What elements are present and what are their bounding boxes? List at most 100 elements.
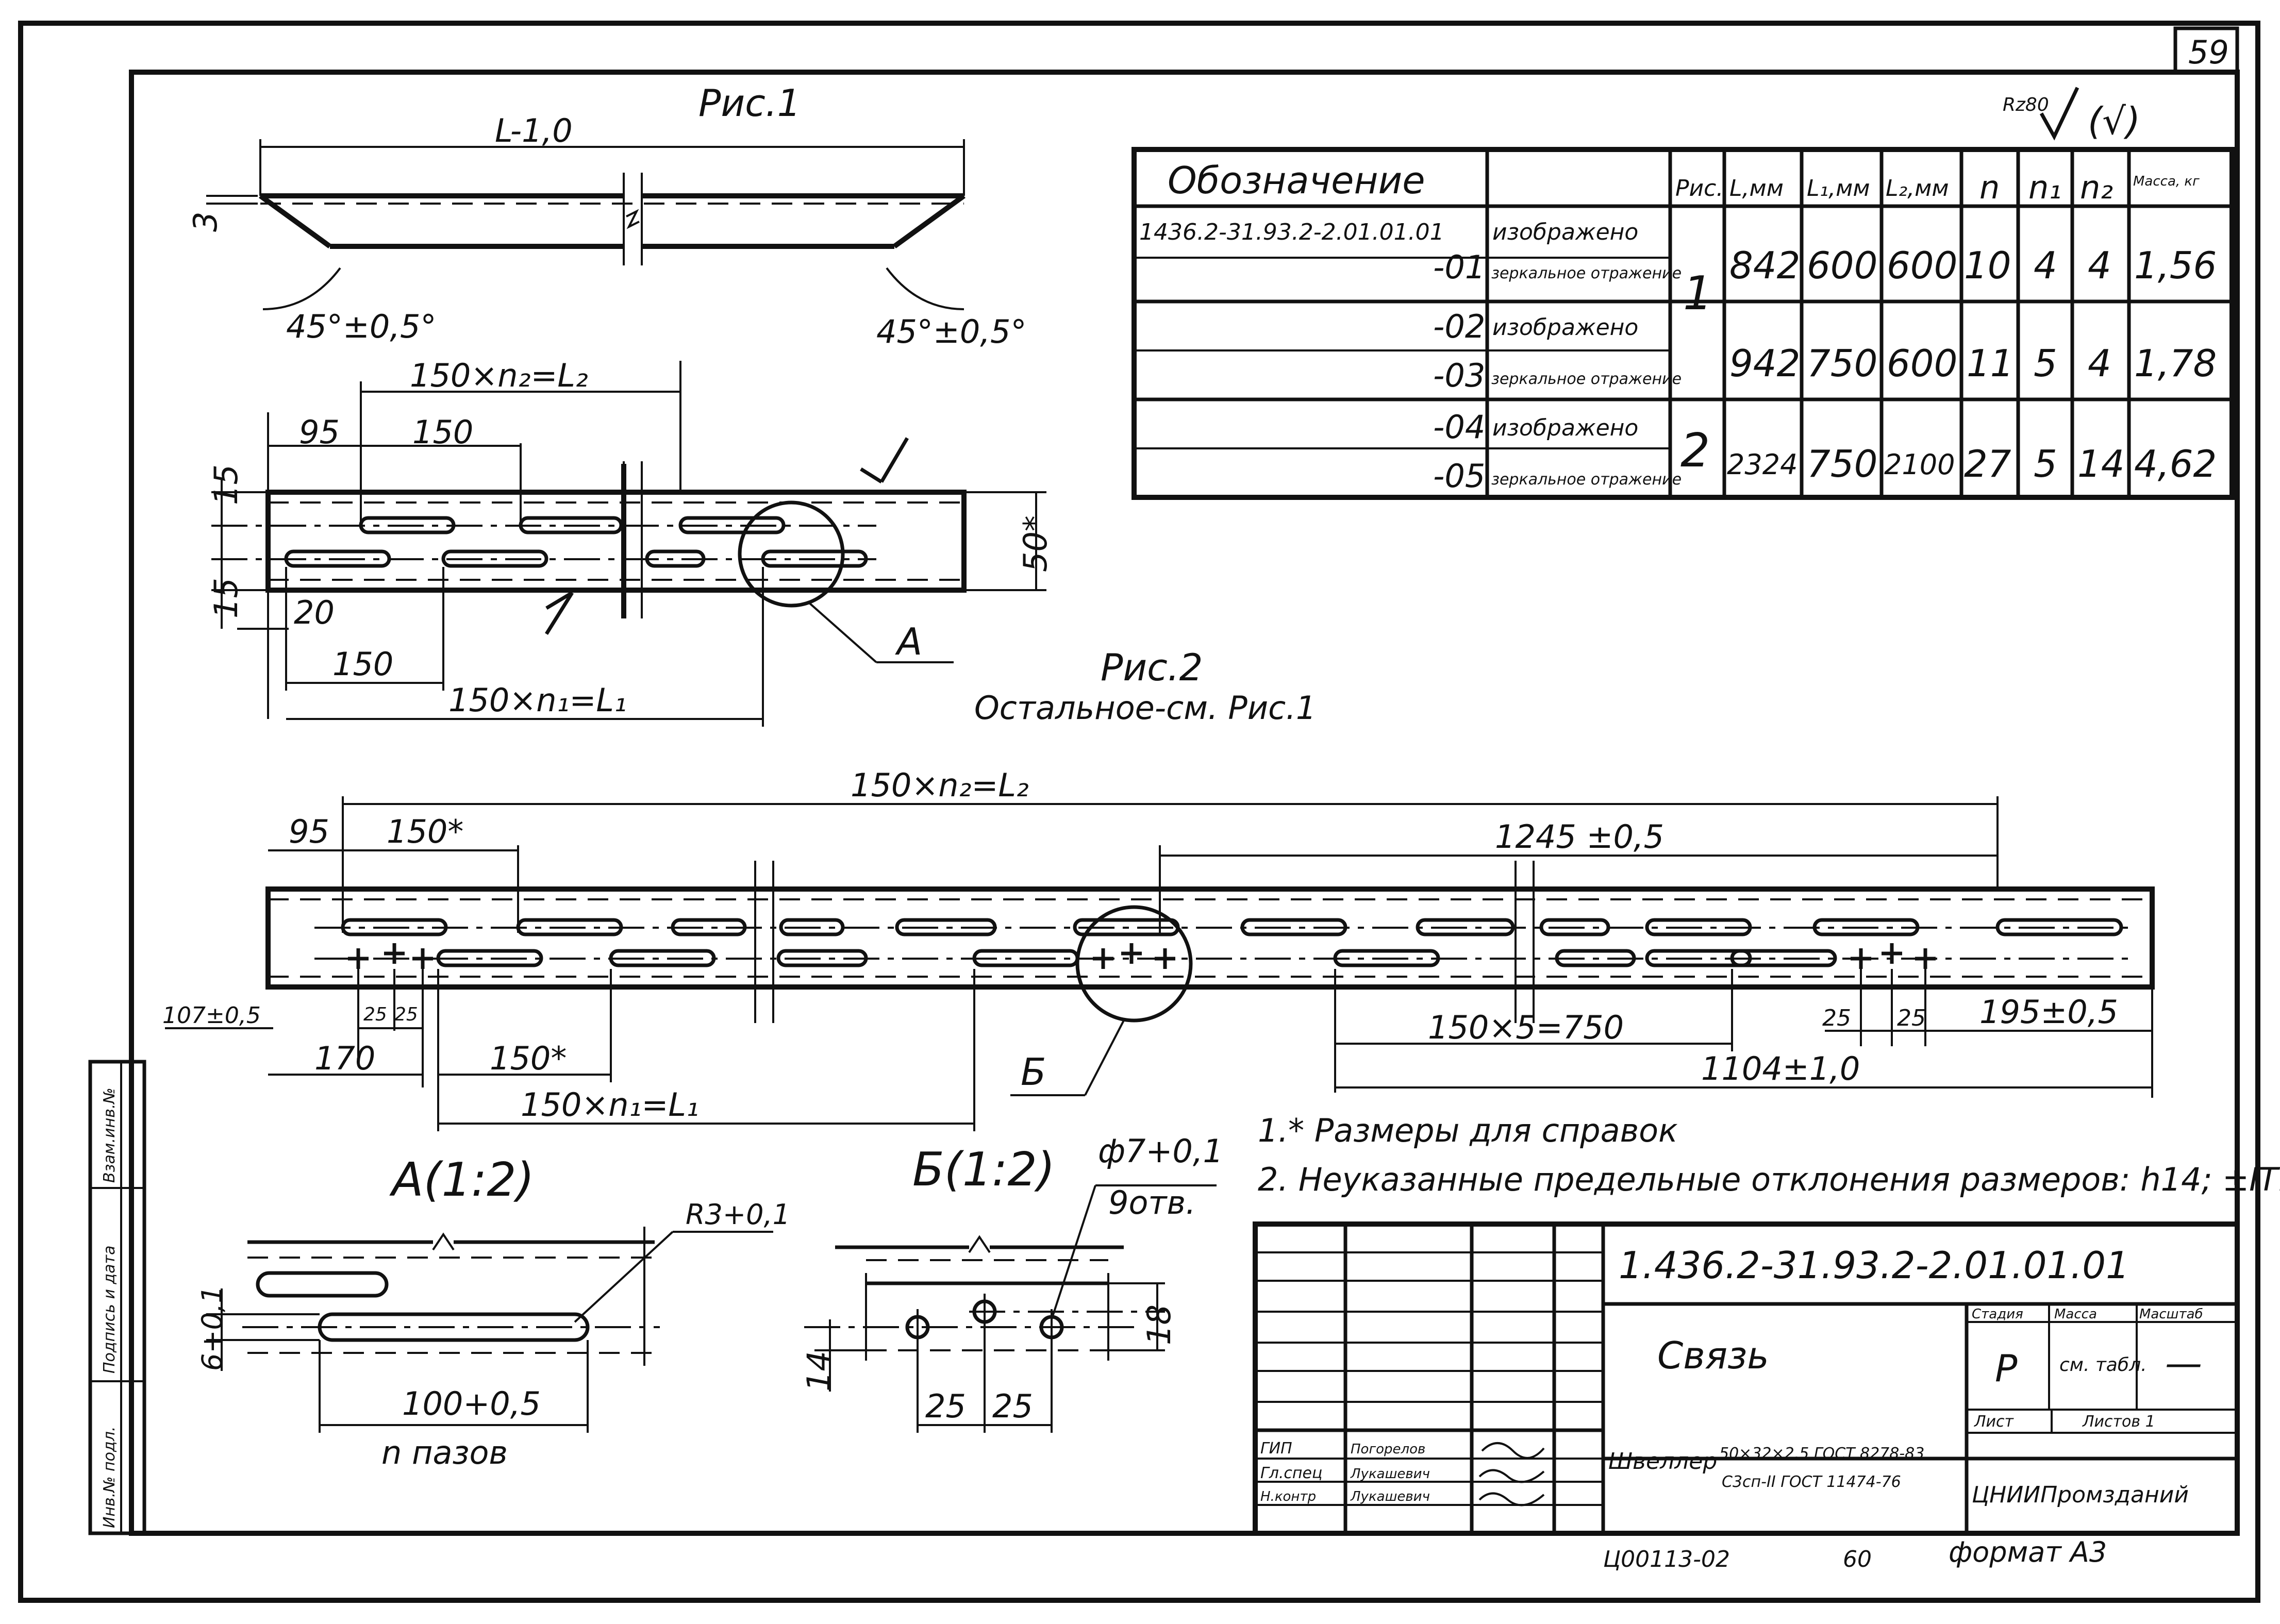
spec-group-1-n1: 5 — [2034, 342, 2057, 385]
title-material-2: С3сп-II ГОСТ 11474-76 — [1722, 1473, 1901, 1491]
outer-frame — [18, 21, 2260, 1603]
fig1-dim-95: 95 — [299, 413, 340, 451]
fig2-dim-25a: 25 — [363, 1004, 387, 1025]
spec-group-1-l1: 750 — [1807, 342, 1877, 385]
detail-b-title: Б(1:2) — [912, 1143, 1055, 1197]
title-name-1: Лукашевич — [1350, 1466, 1430, 1482]
detail-b-dim-18: 18 — [1140, 1304, 1178, 1345]
spec-group-0-n2: 4 — [2088, 244, 2111, 287]
spec-row-2-note: изображено — [1492, 314, 1638, 341]
detail-b-dim-25b: 25 — [992, 1387, 1033, 1425]
spec-row-0-designation: 1436.2-31.93.2-2.01.01.01 — [1139, 219, 1444, 245]
title-scale: — — [2165, 1342, 2202, 1385]
spec-group-1-l2: 600 — [1887, 342, 1957, 385]
detail-a-count: n пазов — [381, 1434, 508, 1471]
spec-group-1-n2: 4 — [2088, 342, 2111, 385]
spec-group-0-fig: 1 — [1683, 266, 1712, 321]
fig2-title: Рис.2 — [1101, 646, 1203, 689]
spec-header-n2: n₂ — [2080, 169, 2113, 206]
fig2-dim-n1: 150×n₁=L₁ — [521, 1086, 699, 1124]
side-stamp-sign: Подпись и дата — [101, 1246, 119, 1374]
title-sheets-label: Листов 1 — [2082, 1413, 2155, 1431]
inner-frame — [129, 70, 2240, 1536]
fig2-dim-1245: 1245 ±0,5 — [1495, 818, 1664, 856]
spec-group-2-n2: 14 — [2077, 442, 2125, 485]
title-name-0: Погорелов — [1351, 1442, 1425, 1457]
spec-group-0-l: 842 — [1729, 244, 1800, 287]
title-sheet-label: Лист — [1974, 1413, 2015, 1431]
spec-header-designation: Обозначение — [1168, 159, 1425, 202]
title-organization: ЦНИИПромзданий — [1972, 1482, 2189, 1508]
spec-group-2-fig: 2 — [1680, 424, 1710, 478]
spec-row-1-note: зеркальное отражение — [1491, 264, 1682, 282]
spec-group-0-l1: 600 — [1807, 244, 1877, 287]
fig2-note: Остальное-см. Рис.1 — [974, 689, 1316, 727]
spec-row-3-note: зеркальное отражение — [1491, 370, 1682, 388]
footer-format: формат А3 — [1949, 1536, 2107, 1568]
note-2: 2. Неуказанные предельные отклонения раз… — [1258, 1161, 2280, 1198]
fig1-dim-15-bottom: 15 — [207, 578, 245, 618]
title-block: 1.436.2-31.93.2-2.01.01.01 Связь Стадия … — [1253, 1221, 2240, 1536]
figure-1: Рис.1 L-1,0 3 45°±0,5° 45°±0,5° 150×n₂=L… — [187, 81, 1054, 727]
title-material-head: Швеллер — [1608, 1448, 1717, 1475]
detail-a-width: 6+0,1 — [196, 1286, 228, 1371]
detail-a-length: 100+0,5 — [402, 1385, 541, 1422]
title-stage-label: Стадия — [1972, 1307, 2023, 1322]
signature-icon — [1478, 1469, 1545, 1483]
title-scale-label: Масштаб — [2139, 1307, 2203, 1322]
spec-group-2-l1: 750 — [1807, 442, 1877, 485]
spec-row-4-designation: -04 — [1433, 408, 1485, 446]
spec-row-2-designation: -02 — [1433, 308, 1485, 345]
spec-group-0-n: 10 — [1964, 244, 2011, 287]
roughness-value: Rz80 — [2003, 94, 2049, 115]
title-name-2: Лукашевич — [1350, 1489, 1430, 1504]
fig1-dim-150-bottom: 150 — [332, 645, 393, 683]
title-role-1: Гл.спец — [1260, 1464, 1322, 1482]
fig1-title: Рис.1 — [698, 81, 801, 125]
spec-group-1-l: 942 — [1729, 342, 1800, 385]
fig2-view-b: Б — [1021, 1050, 1046, 1094]
fig1-view-a: А — [895, 620, 922, 663]
spec-group-2-l: 2324 — [1727, 448, 1798, 481]
spec-header-mass: Масса, кг — [2133, 174, 2200, 189]
fig2-dim-150-star-b: 150* — [490, 1040, 567, 1077]
spec-header-n: n — [1979, 169, 2000, 206]
spec-row-3-designation: -03 — [1433, 357, 1485, 394]
side-stamp: Инв.№ подл. Подпись и дата Взам.инв.№ — [88, 1060, 146, 1535]
fig1-dim-50: 50* — [1017, 515, 1054, 572]
detail-b-dim-25a: 25 — [925, 1387, 966, 1425]
title-doc-number: 1.436.2-31.93.2-2.01.01.01 — [1619, 1244, 2129, 1287]
spec-row-5-note: зеркальное отражение — [1491, 471, 1682, 489]
roughness-icon — [2039, 87, 2079, 141]
fig2-dim-195: 195±0,5 — [1979, 993, 2118, 1031]
view-b-circle — [1075, 905, 1193, 1023]
spec-group-0-l2: 600 — [1887, 244, 1957, 287]
spec-header-fig: Рис. — [1675, 175, 1723, 202]
footer-page: 60 — [1843, 1546, 1872, 1572]
fig1-dim-n1: 150×n₁=L₁ — [448, 681, 627, 719]
fig2-dim-25c: 25 — [1822, 1005, 1851, 1031]
spec-group-2-l2: 2100 — [1884, 448, 1955, 481]
fig2-dim-750: 150×5=750 — [1428, 1009, 1624, 1046]
detail-a-radius: R3+0,1 — [686, 1198, 790, 1231]
sheet-number-box — [2173, 26, 2239, 74]
title-material-1: 50×32×2,5 ГОСТ 8278-83 — [1719, 1445, 1924, 1463]
detail-b-dim-14: 14 — [800, 1351, 838, 1392]
detail-a: А(1:2) 6+0,1 R3+0,1 100+0,5 n пазов — [196, 1153, 790, 1471]
side-stamp-inv: Инв.№ подл. — [101, 1427, 119, 1528]
signature-icon — [1478, 1492, 1545, 1506]
fig2-dim-95: 95 — [289, 813, 329, 850]
spec-header-n1: n₁ — [2028, 169, 2061, 206]
fig2-dim-25b: 25 — [394, 1004, 418, 1025]
fig2-dim-107: 107±0,5 — [162, 1002, 261, 1029]
figure-2: 150×n₂=L₂ 95 150* 1245 ±0,5 — [162, 766, 2155, 1131]
spec-header-l2: L₂,мм — [1886, 175, 1949, 202]
fig1-dim-150-top: 150 — [412, 413, 473, 451]
detail-b: Б(1:2) 25 25 14 18 ф7+0,1 9отв. — [800, 1132, 1223, 1433]
fig2-dim-170: 170 — [314, 1040, 375, 1077]
title-role-0: ГИП — [1260, 1439, 1292, 1458]
detail-a-title: А(1:2) — [389, 1153, 535, 1207]
spec-group-2-n1: 5 — [2034, 442, 2057, 485]
fig1-thickness: 3 — [187, 212, 224, 232]
